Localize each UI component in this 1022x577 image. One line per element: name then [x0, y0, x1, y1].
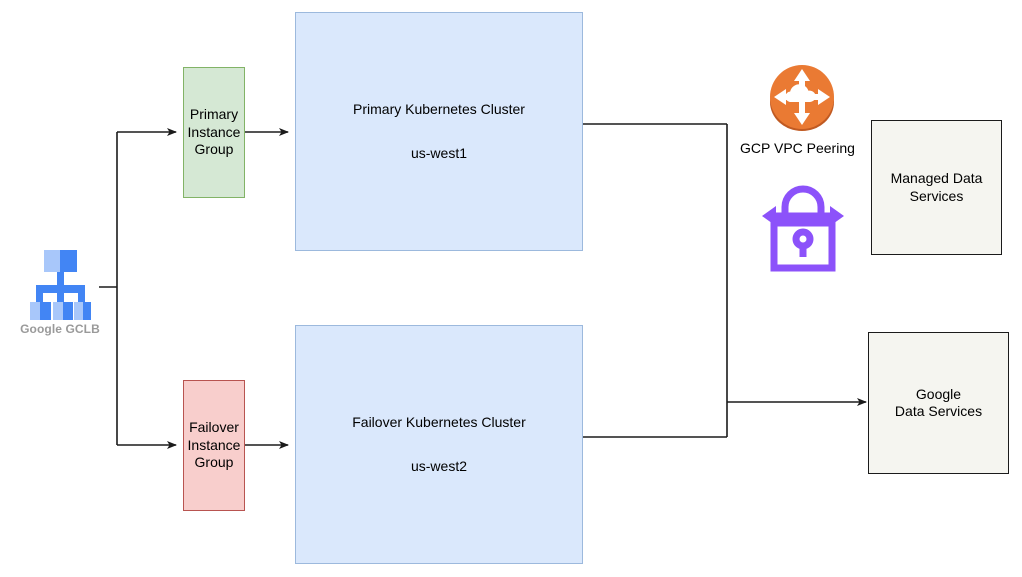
- google-data-services-box[interactable]: Google Data Services: [868, 332, 1009, 474]
- failover-instance-group-box[interactable]: Failover Instance Group: [183, 380, 245, 511]
- vpn-lock-icon: [758, 173, 848, 275]
- failover-instance-group-line-3: Group: [194, 454, 234, 471]
- primary-cluster-name: Primary Kubernetes Cluster: [353, 101, 525, 117]
- primary-instance-group-line-1: Primary: [189, 106, 239, 123]
- google-gclb-node: Google GCLB: [0, 248, 120, 336]
- load-balancer-label: Google GCLB: [20, 322, 100, 336]
- failover-cluster-name: Failover Kubernetes Cluster: [352, 414, 526, 430]
- primary-instance-group-line-2: Instance: [187, 123, 241, 140]
- managed-data-services-line-2: Services: [909, 187, 964, 204]
- edge-clusters-to-google-data-services: [583, 123, 867, 438]
- primary-instance-group-box[interactable]: Primary Instance Group: [183, 67, 245, 198]
- primary-cluster-region: us-west1: [410, 144, 468, 161]
- vpc-peering-icon: [767, 62, 837, 134]
- failover-instance-group-line-2: Instance: [187, 436, 241, 453]
- managed-data-services-line-1: Managed Data: [890, 170, 983, 186]
- primary-kubernetes-cluster-box[interactable]: Primary Kubernetes Cluster us-west1: [295, 12, 583, 251]
- failover-kubernetes-cluster-box[interactable]: Failover Kubernetes Cluster us-west2: [295, 325, 583, 564]
- load-balancer-icon: [28, 248, 92, 320]
- vpc-peering-label: GCP VPC Peering: [740, 140, 855, 156]
- failover-cluster-region: us-west2: [410, 457, 468, 474]
- managed-data-services-box[interactable]: Managed Data Services: [871, 120, 1002, 255]
- google-data-services-line-1: Google: [915, 385, 962, 402]
- failover-instance-group-line-1: Failover: [189, 419, 239, 436]
- google-data-services-line-2: Data Services: [894, 403, 983, 419]
- primary-instance-group-line-3: Group: [194, 141, 234, 158]
